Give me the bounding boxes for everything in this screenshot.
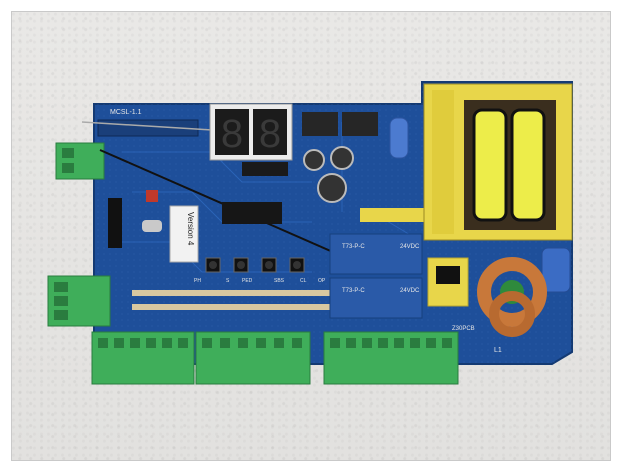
firmware-version-label: Version 4 [186, 212, 195, 246]
button-label-s: S [226, 278, 230, 284]
button-label-sbs: SBS [274, 278, 285, 284]
board-label: MCSL-1.1 [110, 109, 142, 116]
microcontroller-chip [222, 202, 282, 224]
display-digit-2: 8 [259, 112, 281, 156]
button-labels: PH S PED SBS CL OP [194, 278, 326, 284]
electrolytic-capacitors [303, 146, 354, 203]
crystal-oscillator [142, 220, 162, 232]
pcb-photo: MCSL-1.1 [47, 81, 573, 385]
x-capacitor [541, 247, 571, 293]
button-label-op: OP [318, 278, 326, 284]
bottom-terminal-block-left [91, 331, 195, 385]
pin-header [108, 198, 122, 248]
firmware-sticker: Version 4 [169, 205, 199, 263]
inductor-label: L1 [494, 347, 502, 354]
connector-strip [360, 208, 424, 222]
bottom-terminal-block-right [323, 331, 459, 385]
tactile-buttons [205, 257, 305, 273]
button-label-ped: PED [242, 278, 253, 284]
pcb-label: Z30PCB [452, 326, 475, 332]
film-capacitor [389, 117, 409, 159]
transformer [423, 83, 573, 241]
relay-2-model: T73-P-C [342, 288, 365, 294]
relay-2: T73-P-C 24VDC [329, 277, 423, 319]
antenna-module [81, 119, 343, 257]
top-black-connectors [302, 112, 378, 136]
seven-segment-display: 8 8 [209, 103, 293, 161]
driver-chip [242, 162, 288, 176]
left-bottom-terminal-block [47, 275, 111, 327]
photo: MCSL-1.1 [11, 11, 611, 461]
left-top-terminal-block [55, 142, 105, 180]
relay-1-model: T73-P-C [342, 244, 365, 250]
reset-button [146, 190, 158, 202]
display-digit-1: 8 [221, 112, 243, 156]
relay-1-voltage: 24VDC [400, 244, 420, 250]
relay-2-voltage: 24VDC [400, 288, 420, 294]
button-label-cl: CL [300, 278, 307, 284]
relay-1: T73-P-C 24VDC [329, 233, 423, 275]
fuse [436, 266, 460, 284]
bottom-terminal-block-middle [195, 331, 311, 385]
toroidal-inductor [477, 257, 547, 337]
button-label-ph: PH [194, 278, 201, 284]
resistor-row [132, 290, 332, 310]
